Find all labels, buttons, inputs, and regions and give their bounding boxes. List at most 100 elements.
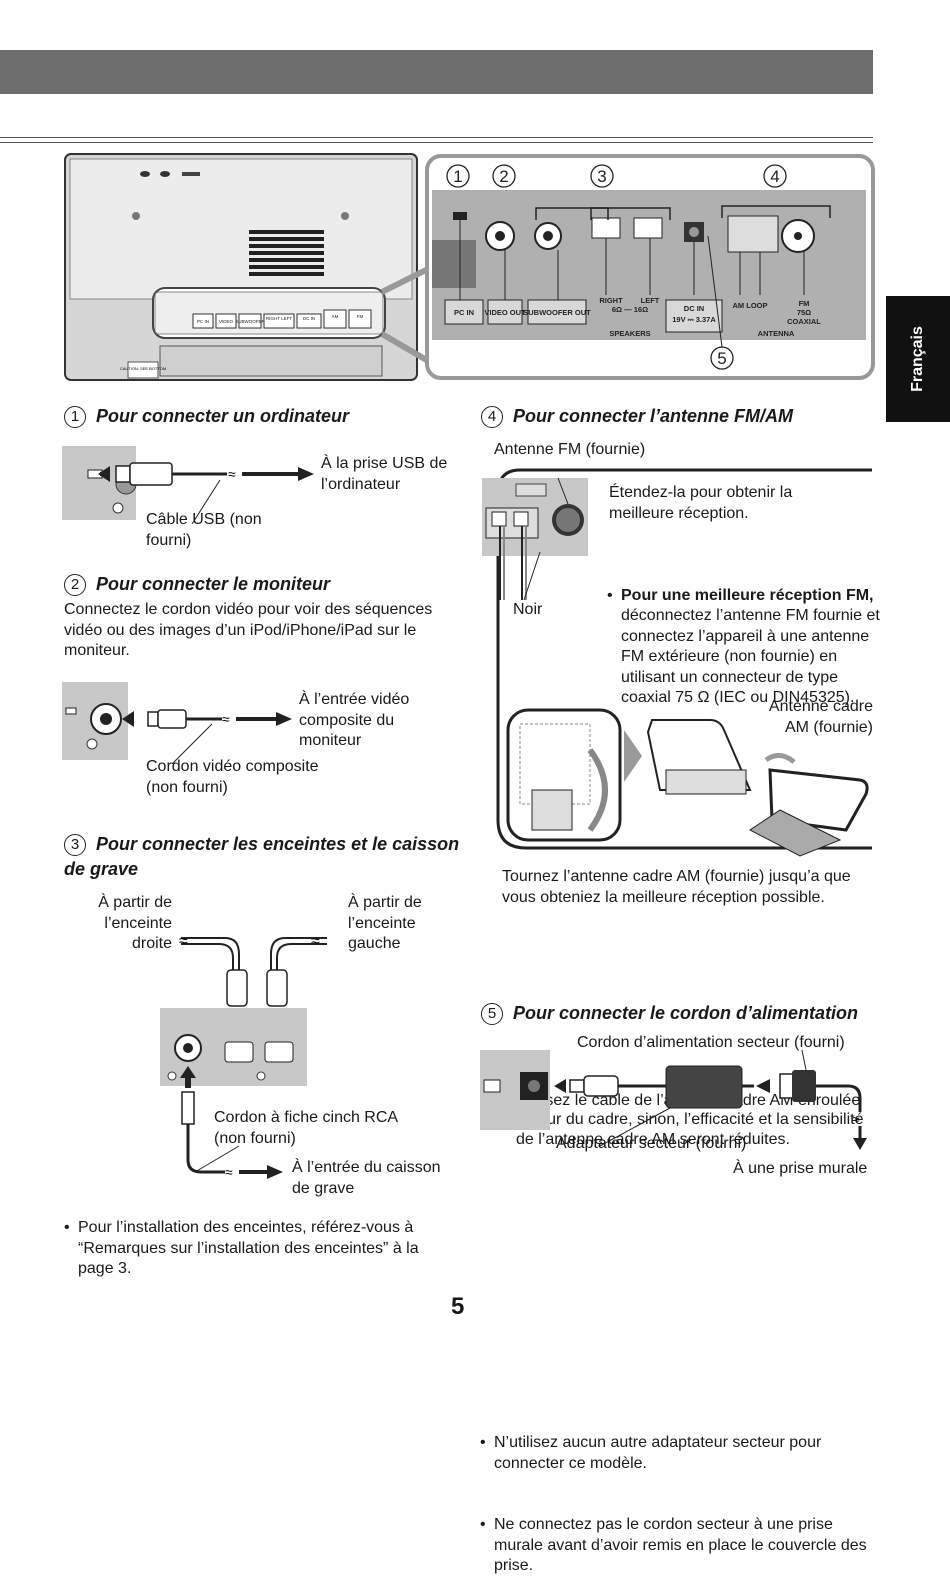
speaker-install-note: Pour l’installation des enceintes, référ…: [64, 1218, 456, 1280]
am-turn-text: Tournez l’antenne cadre AM (fournie) jus…: [502, 868, 851, 906]
rca-plug-icon: [181, 1091, 195, 1125]
section-2-body: Connectez le cordon vidéo pour voir des …: [64, 601, 433, 659]
wall-outlet-label: À une prise murale: [733, 1160, 868, 1177]
speaker-plug-left-icon: [266, 969, 288, 1007]
dc-plug-icon: [583, 1075, 619, 1097]
svg-text:DC IN: DC IN: [303, 316, 315, 321]
usb-cable-diagram: ≈: [62, 446, 314, 524]
ac-adapter-icon: [665, 1065, 743, 1109]
callout-2: 2: [499, 167, 508, 186]
divider: [0, 142, 873, 143]
callout-5: 5: [717, 349, 726, 368]
usb-plug-icon: [129, 462, 173, 486]
svg-text:≈: ≈: [311, 933, 320, 950]
svg-text:≈: ≈: [225, 1164, 233, 1180]
dc-in-rating-label: 19V ⎓ 3.37A: [672, 315, 716, 324]
callout-1: 1: [453, 167, 462, 186]
power-cord-label: Cordon d’alimentation secteur (fourni): [577, 1034, 845, 1051]
speakers-right-label: RIGHT: [599, 296, 623, 305]
fm-tip: Pour une meilleure réception FM, déconne…: [607, 586, 883, 709]
section-1-number: 1: [64, 406, 86, 429]
svg-text:PC IN: PC IN: [197, 319, 209, 324]
svg-text:≈: ≈: [852, 1111, 860, 1127]
svg-text:≈: ≈: [222, 711, 230, 727]
arrow-right-icon: [267, 1165, 283, 1179]
video-out-label: VIDEO OUT: [484, 308, 526, 317]
ac-adapter-label: Adaptateur secteur (fourni): [556, 1135, 747, 1152]
video-destination-label: À l’entrée vidéo composite du moniteur: [299, 691, 410, 749]
svg-text:SUBWOOFER: SUBWOOFER: [235, 319, 265, 324]
arrow-down-icon: [853, 1138, 867, 1150]
am-loop-label: Antenne cadre AM (fournie): [768, 698, 873, 736]
video-cable-label: Cordon vidéo composite (non fourni): [146, 758, 319, 796]
from-left-speaker-label: À partir de l’enceinte gauche: [348, 894, 422, 952]
svg-text:AM: AM: [332, 314, 339, 319]
language-tab-label: Français: [909, 326, 926, 392]
speaker-plug-right-icon: [226, 969, 248, 1007]
am-loop-label: AM LOOP: [733, 301, 768, 310]
fm-ohm-label: 75Ω: [797, 308, 811, 317]
usb-cable-label: Câble USB (non fourni): [146, 511, 262, 549]
section-5-number: 5: [481, 1003, 503, 1026]
arrow-right-icon: [276, 712, 292, 726]
usb-destination-label: À la prise USB de l’ordinateur: [321, 455, 448, 493]
adapter-note: N’utilisez aucun autre adaptateur secteu…: [480, 1433, 884, 1474]
cover-note: Ne connectez pas le cordon secteur à une…: [480, 1515, 884, 1577]
antenna-label: ANTENNA: [758, 329, 795, 338]
speaker-subwoofer-diagram: ≈ ≈ ≈: [160, 933, 327, 1180]
caution-label: CAUTION: SEE BOTTOM: [120, 366, 166, 371]
rear-panel-figure: PC IN VIDEO SUBWOOFER RIGHT LEFT DC IN A…: [64, 153, 875, 381]
arrow-left-icon: [554, 1079, 566, 1093]
ac-plug-icon: [792, 1070, 816, 1102]
antenna-diagram: [482, 468, 872, 857]
svg-text:VIDEO: VIDEO: [219, 319, 234, 324]
rca-cable-label: Cordon à fiche cinch RCA (non fourni): [214, 1109, 398, 1147]
device-rear-view: PC IN VIDEO SUBWOOFER RIGHT LEFT DC IN A…: [64, 153, 418, 381]
speaker-terminal-left-icon: [264, 1041, 294, 1063]
speakers-label: SPEAKERS: [609, 329, 650, 338]
fm-label: FM: [799, 299, 810, 308]
from-right-speaker-label: À partir de l’enceinte droite: [98, 894, 172, 952]
svg-text:≈: ≈: [228, 466, 236, 482]
divider: [0, 137, 873, 138]
header-bar: [0, 50, 873, 94]
video-cable-diagram: ≈: [62, 682, 292, 764]
subwoofer-out-label: SUBWOOFER OUT: [523, 308, 591, 317]
subwoofer-input-label: À l’entrée du caisson de grave: [292, 1159, 441, 1197]
dc-in-label: DC IN: [684, 304, 704, 313]
rca-plug-icon: [157, 709, 187, 729]
black-wire-label: Noir: [513, 601, 543, 618]
svg-text:FM: FM: [357, 314, 364, 319]
callout-3: 3: [597, 167, 606, 186]
language-tab[interactable]: Français: [886, 296, 950, 422]
arrow-left-icon: [98, 466, 110, 482]
section-3-number: 3: [64, 834, 86, 857]
arrow-right-icon: [298, 467, 314, 481]
am-loop-terminal-icon: [727, 215, 779, 253]
speaker-left-terminal-icon: [633, 217, 663, 239]
callout-4: 4: [770, 167, 779, 186]
section-4-number: 4: [481, 406, 503, 429]
arrow-left-icon: [756, 1079, 770, 1093]
speaker-right-terminal-icon: [591, 217, 621, 239]
arrow-left-icon: [122, 711, 134, 727]
am-loop-antenna-illustration: [506, 708, 869, 857]
speakers-ohm-label: 6Ω — 16Ω: [612, 305, 648, 314]
svg-text:RIGHT LEFT: RIGHT LEFT: [266, 316, 292, 321]
page-number: 5: [451, 1293, 465, 1320]
svg-text:≈: ≈: [179, 933, 188, 950]
fm-coaxial-label: COAXIAL: [787, 317, 821, 326]
power-diagram: ≈: [480, 1050, 867, 1150]
fm-antenna-label: Antenne FM (fournie): [494, 441, 646, 458]
speaker-terminal-right-icon: [224, 1041, 254, 1063]
fm-extend-text: Étendez-la pour obtenir la meilleure réc…: [609, 484, 793, 522]
speakers-left-label: LEFT: [641, 296, 660, 305]
section-2-number: 2: [64, 574, 86, 597]
pc-in-label: PC IN: [454, 308, 474, 317]
usb-port-icon: [453, 212, 467, 220]
